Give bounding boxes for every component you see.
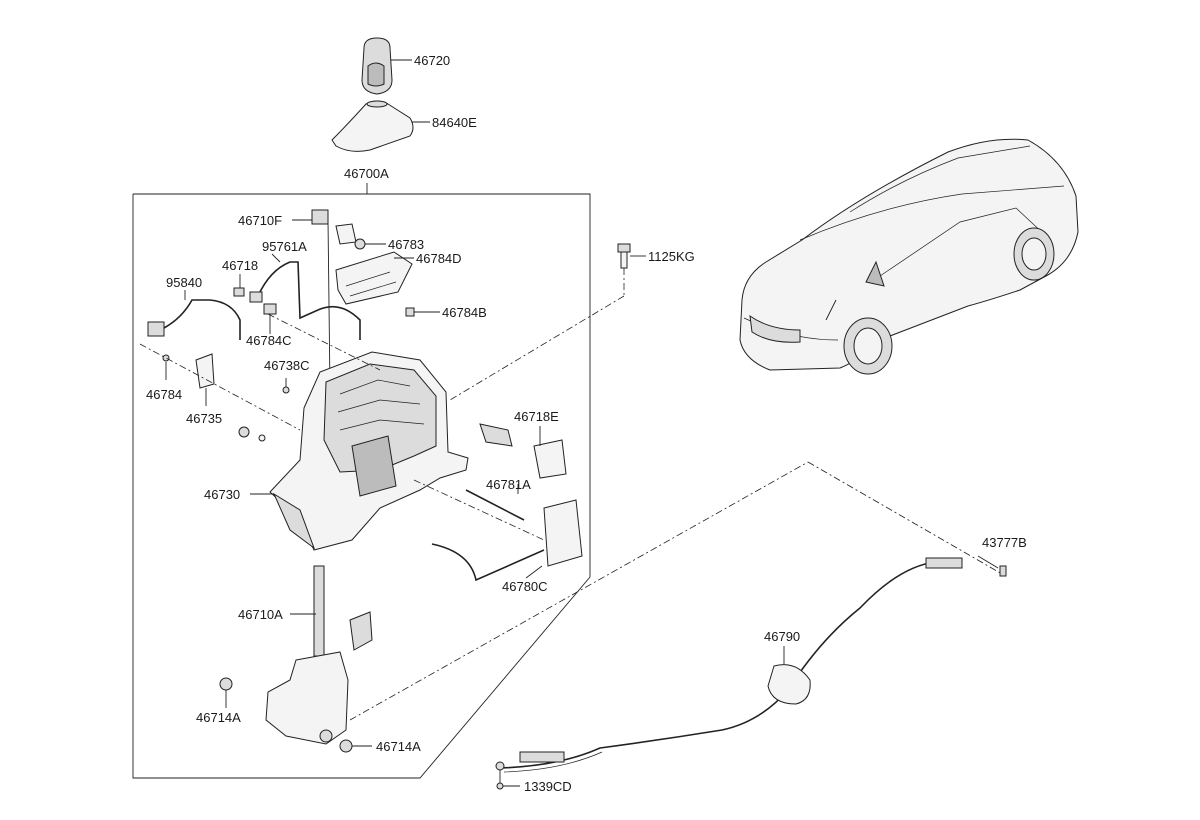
clip-43777b[interactable] — [977, 555, 1007, 577]
bolt-1125kg[interactable] — [617, 243, 646, 269]
switch-46718[interactable] — [233, 274, 245, 297]
label-46730: 46730 — [204, 487, 240, 502]
rod-46781a[interactable] — [465, 484, 525, 521]
part-46784c[interactable] — [263, 303, 277, 334]
label-46784D: 46784D — [416, 251, 462, 266]
label-46784B: 46784B — [442, 305, 487, 320]
label-46783: 46783 — [388, 237, 424, 252]
leader-lines — [139, 268, 1003, 721]
part-labels: 46720 84640E 46700A 46710F 46783 95761A … — [146, 53, 1027, 794]
assembly-frame — [132, 183, 591, 779]
screw-46738c[interactable] — [282, 378, 290, 394]
label-46781A: 46781A — [486, 477, 531, 492]
shift-knob[interactable] — [361, 37, 412, 95]
shift-lever[interactable] — [265, 565, 373, 745]
clip-46784b[interactable] — [405, 307, 440, 317]
label-46718E: 46718E — [514, 409, 559, 424]
label-46790: 46790 — [764, 629, 800, 644]
label-95840: 95840 — [166, 275, 202, 290]
label-84640E: 84640E — [432, 115, 477, 130]
shifter-housing[interactable] — [250, 351, 469, 551]
label-46720: 46720 — [414, 53, 450, 68]
wire-95840[interactable] — [147, 290, 241, 340]
label-46784C: 46784C — [246, 333, 292, 348]
shift-cable[interactable] — [495, 557, 963, 790]
label-46700A: 46700A — [344, 166, 389, 181]
label-46780C: 46780C — [502, 579, 548, 594]
label-46714A-right: 46714A — [376, 739, 421, 754]
label-46714A-left: 46714A — [196, 710, 241, 725]
bracket-46780c[interactable] — [431, 499, 583, 582]
nut-pair[interactable] — [238, 426, 266, 442]
label-1339CD: 1339CD — [524, 779, 572, 794]
label-46718: 46718 — [222, 258, 258, 273]
pin-46784[interactable] — [162, 354, 170, 380]
shift-boot[interactable] — [331, 100, 430, 152]
label-95761A: 95761A — [262, 239, 307, 254]
wire-95761a[interactable] — [249, 253, 361, 340]
cover-46784d[interactable] — [335, 251, 414, 305]
label-46735: 46735 — [186, 411, 222, 426]
label-46710F: 46710F — [238, 213, 282, 228]
label-46738C: 46738C — [264, 358, 310, 373]
bracket-46735[interactable] — [195, 353, 215, 406]
car-illustration — [739, 138, 1079, 375]
nut-46714a-left[interactable] — [219, 677, 233, 708]
label-43777B: 43777B — [982, 535, 1027, 550]
nut-46714a-right[interactable] — [339, 739, 372, 753]
label-46784: 46784 — [146, 387, 182, 402]
sensor-46718e[interactable] — [479, 423, 567, 479]
label-46710A: 46710A — [238, 607, 283, 622]
label-1125KG: 1125KG — [648, 249, 695, 264]
bushing-46783[interactable] — [354, 238, 386, 250]
